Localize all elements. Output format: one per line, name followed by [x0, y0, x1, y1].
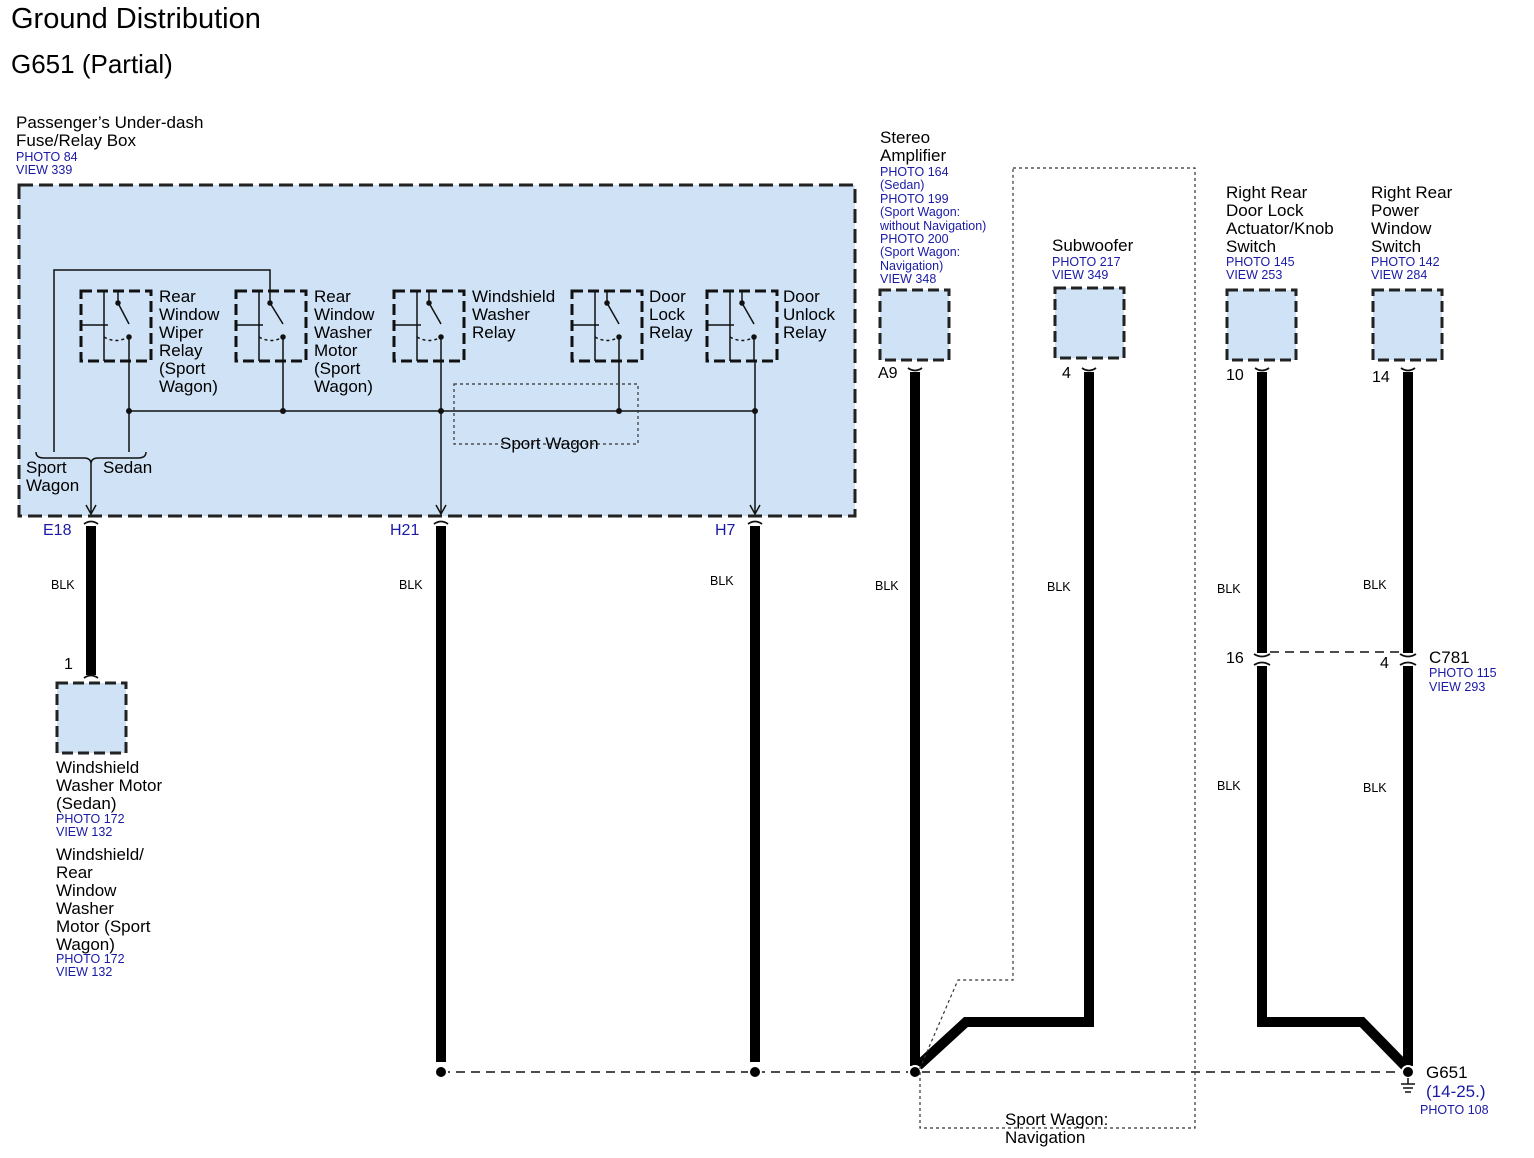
- relay-rear-window-washer[interactable]: [234, 289, 308, 363]
- c781-pin-16: 16: [1226, 650, 1244, 667]
- pin-e18: E18: [43, 522, 72, 539]
- wire-color-label: BLK: [1217, 582, 1241, 596]
- ground-ref[interactable]: (14-25.): [1426, 1082, 1486, 1101]
- wire-color-label: BLK: [1363, 578, 1387, 592]
- relay-rear-window-wiper[interactable]: [79, 289, 153, 363]
- stereo-amplifier-refs[interactable]: PHOTO 164 (Sedan) PHOTO 199 (Sport Wagon…: [880, 165, 987, 287]
- wire-color-label: BLK: [51, 578, 75, 592]
- relay-windshield-washer[interactable]: [392, 289, 466, 363]
- relay-label-door-lock: Door Lock Relay: [649, 287, 693, 342]
- washer-motor-sedan-photo[interactable]: PHOTO 172: [56, 812, 125, 826]
- subwoofer-view[interactable]: VIEW 349: [1052, 268, 1109, 282]
- ground-wires[interactable]: [86, 372, 1413, 1070]
- navigation-option-label: Sport Wagon: Navigation: [1005, 1110, 1109, 1147]
- pin-arrows: [85, 504, 761, 516]
- door-lock-switch-name: Right Rear Door Lock Actuator/Knob Switc…: [1226, 183, 1334, 256]
- subwoofer-box[interactable]: [1053, 286, 1126, 360]
- ground-symbol-icon: [1401, 1078, 1415, 1093]
- c781-name: C781: [1429, 648, 1470, 667]
- fuse-box-junctions: [126, 408, 758, 414]
- relay-label-rear-window-washer: Rear Window Washer Motor (Sport Wagon): [314, 287, 375, 396]
- subwoofer-photo[interactable]: PHOTO 217: [1052, 255, 1121, 269]
- page-title: Ground Distribution: [11, 3, 261, 35]
- c781-pin-4: 4: [1380, 655, 1389, 672]
- relay-door-unlock[interactable]: [705, 289, 779, 363]
- ground-name: G651: [1426, 1063, 1468, 1082]
- terminal-cups: [83, 367, 1417, 679]
- fuse-relay-box[interactable]: [17, 183, 857, 518]
- relay-label-door-unlock: Door Unlock Relay: [783, 287, 835, 342]
- power-window-switch-view[interactable]: VIEW 284: [1371, 268, 1428, 282]
- relay-label-windshield-washer: Windshield Washer Relay: [472, 287, 556, 342]
- navigation-option-outline: [919, 167, 1196, 1129]
- stereo-amplifier-pin: A9: [878, 365, 898, 382]
- wire-color-label: BLK: [399, 578, 423, 592]
- wire-color-label: BLK: [1363, 781, 1387, 795]
- page-subtitle: G651 (Partial): [11, 49, 173, 79]
- pin-h21: H21: [390, 522, 420, 539]
- fuse-box-photo[interactable]: PHOTO 84: [16, 150, 78, 164]
- stereo-amplifier-name: Stereo Amplifier: [880, 128, 947, 165]
- washer-motor-box[interactable]: [55, 681, 128, 755]
- subwoofer-name: Subwoofer: [1052, 236, 1134, 255]
- door-lock-switch-box[interactable]: [1225, 288, 1298, 362]
- fuse-box-view[interactable]: VIEW 339: [16, 163, 73, 177]
- power-window-switch-box[interactable]: [1371, 288, 1444, 362]
- stereo-amplifier-box[interactable]: [878, 288, 951, 362]
- power-window-switch-photo[interactable]: PHOTO 142: [1371, 255, 1440, 269]
- washer-motor-sedan-view[interactable]: VIEW 132: [56, 825, 113, 839]
- door-lock-switch-view[interactable]: VIEW 253: [1226, 268, 1283, 282]
- relay-label-rear-window-wiper: Rear Window Wiper Relay (Sport Wagon): [159, 287, 220, 396]
- c781-photo[interactable]: PHOTO 115: [1429, 666, 1497, 680]
- wire-color-label: BLK: [1047, 580, 1071, 594]
- wire-color-label: BLK: [1217, 779, 1241, 793]
- wire-color-label: BLK: [875, 579, 899, 593]
- power-window-switch-pin: 14: [1372, 369, 1390, 386]
- ground-splice-points: [434, 1065, 1415, 1079]
- door-lock-switch-photo[interactable]: PHOTO 145: [1226, 255, 1295, 269]
- wire-color-label: BLK: [710, 574, 734, 588]
- sedan-branch-label: Sedan: [103, 458, 153, 477]
- fuse-box-name: Passenger’s Under-dash Fuse/Relay Box: [16, 113, 204, 150]
- sport-wagon-option-box: [453, 383, 639, 445]
- subwoofer-pin: 4: [1062, 365, 1071, 382]
- sport-wagon-option-label: Sport Wagon: [500, 434, 599, 453]
- power-window-switch-name: Right Rear Power Window Switch: [1371, 183, 1453, 256]
- relay-door-lock[interactable]: [570, 289, 644, 363]
- c781-view[interactable]: VIEW 293: [1429, 680, 1486, 694]
- washer-motor-wagon-view[interactable]: VIEW 132: [56, 965, 113, 979]
- washer-motor-sedan-name: Windshield Washer Motor (Sedan): [56, 758, 163, 813]
- ground-photo[interactable]: PHOTO 108: [1420, 1103, 1489, 1117]
- door-lock-switch-pin: 10: [1226, 367, 1244, 384]
- washer-motor-pin: 1: [64, 656, 73, 673]
- pin-h7: H7: [715, 522, 736, 539]
- sport-wagon-branch-label: Sport Wagon: [26, 458, 80, 495]
- washer-motor-wagon-photo[interactable]: PHOTO 172: [56, 952, 125, 966]
- washer-motor-wagon-name: Windshield/ Rear Window Washer Motor (Sp…: [56, 845, 151, 954]
